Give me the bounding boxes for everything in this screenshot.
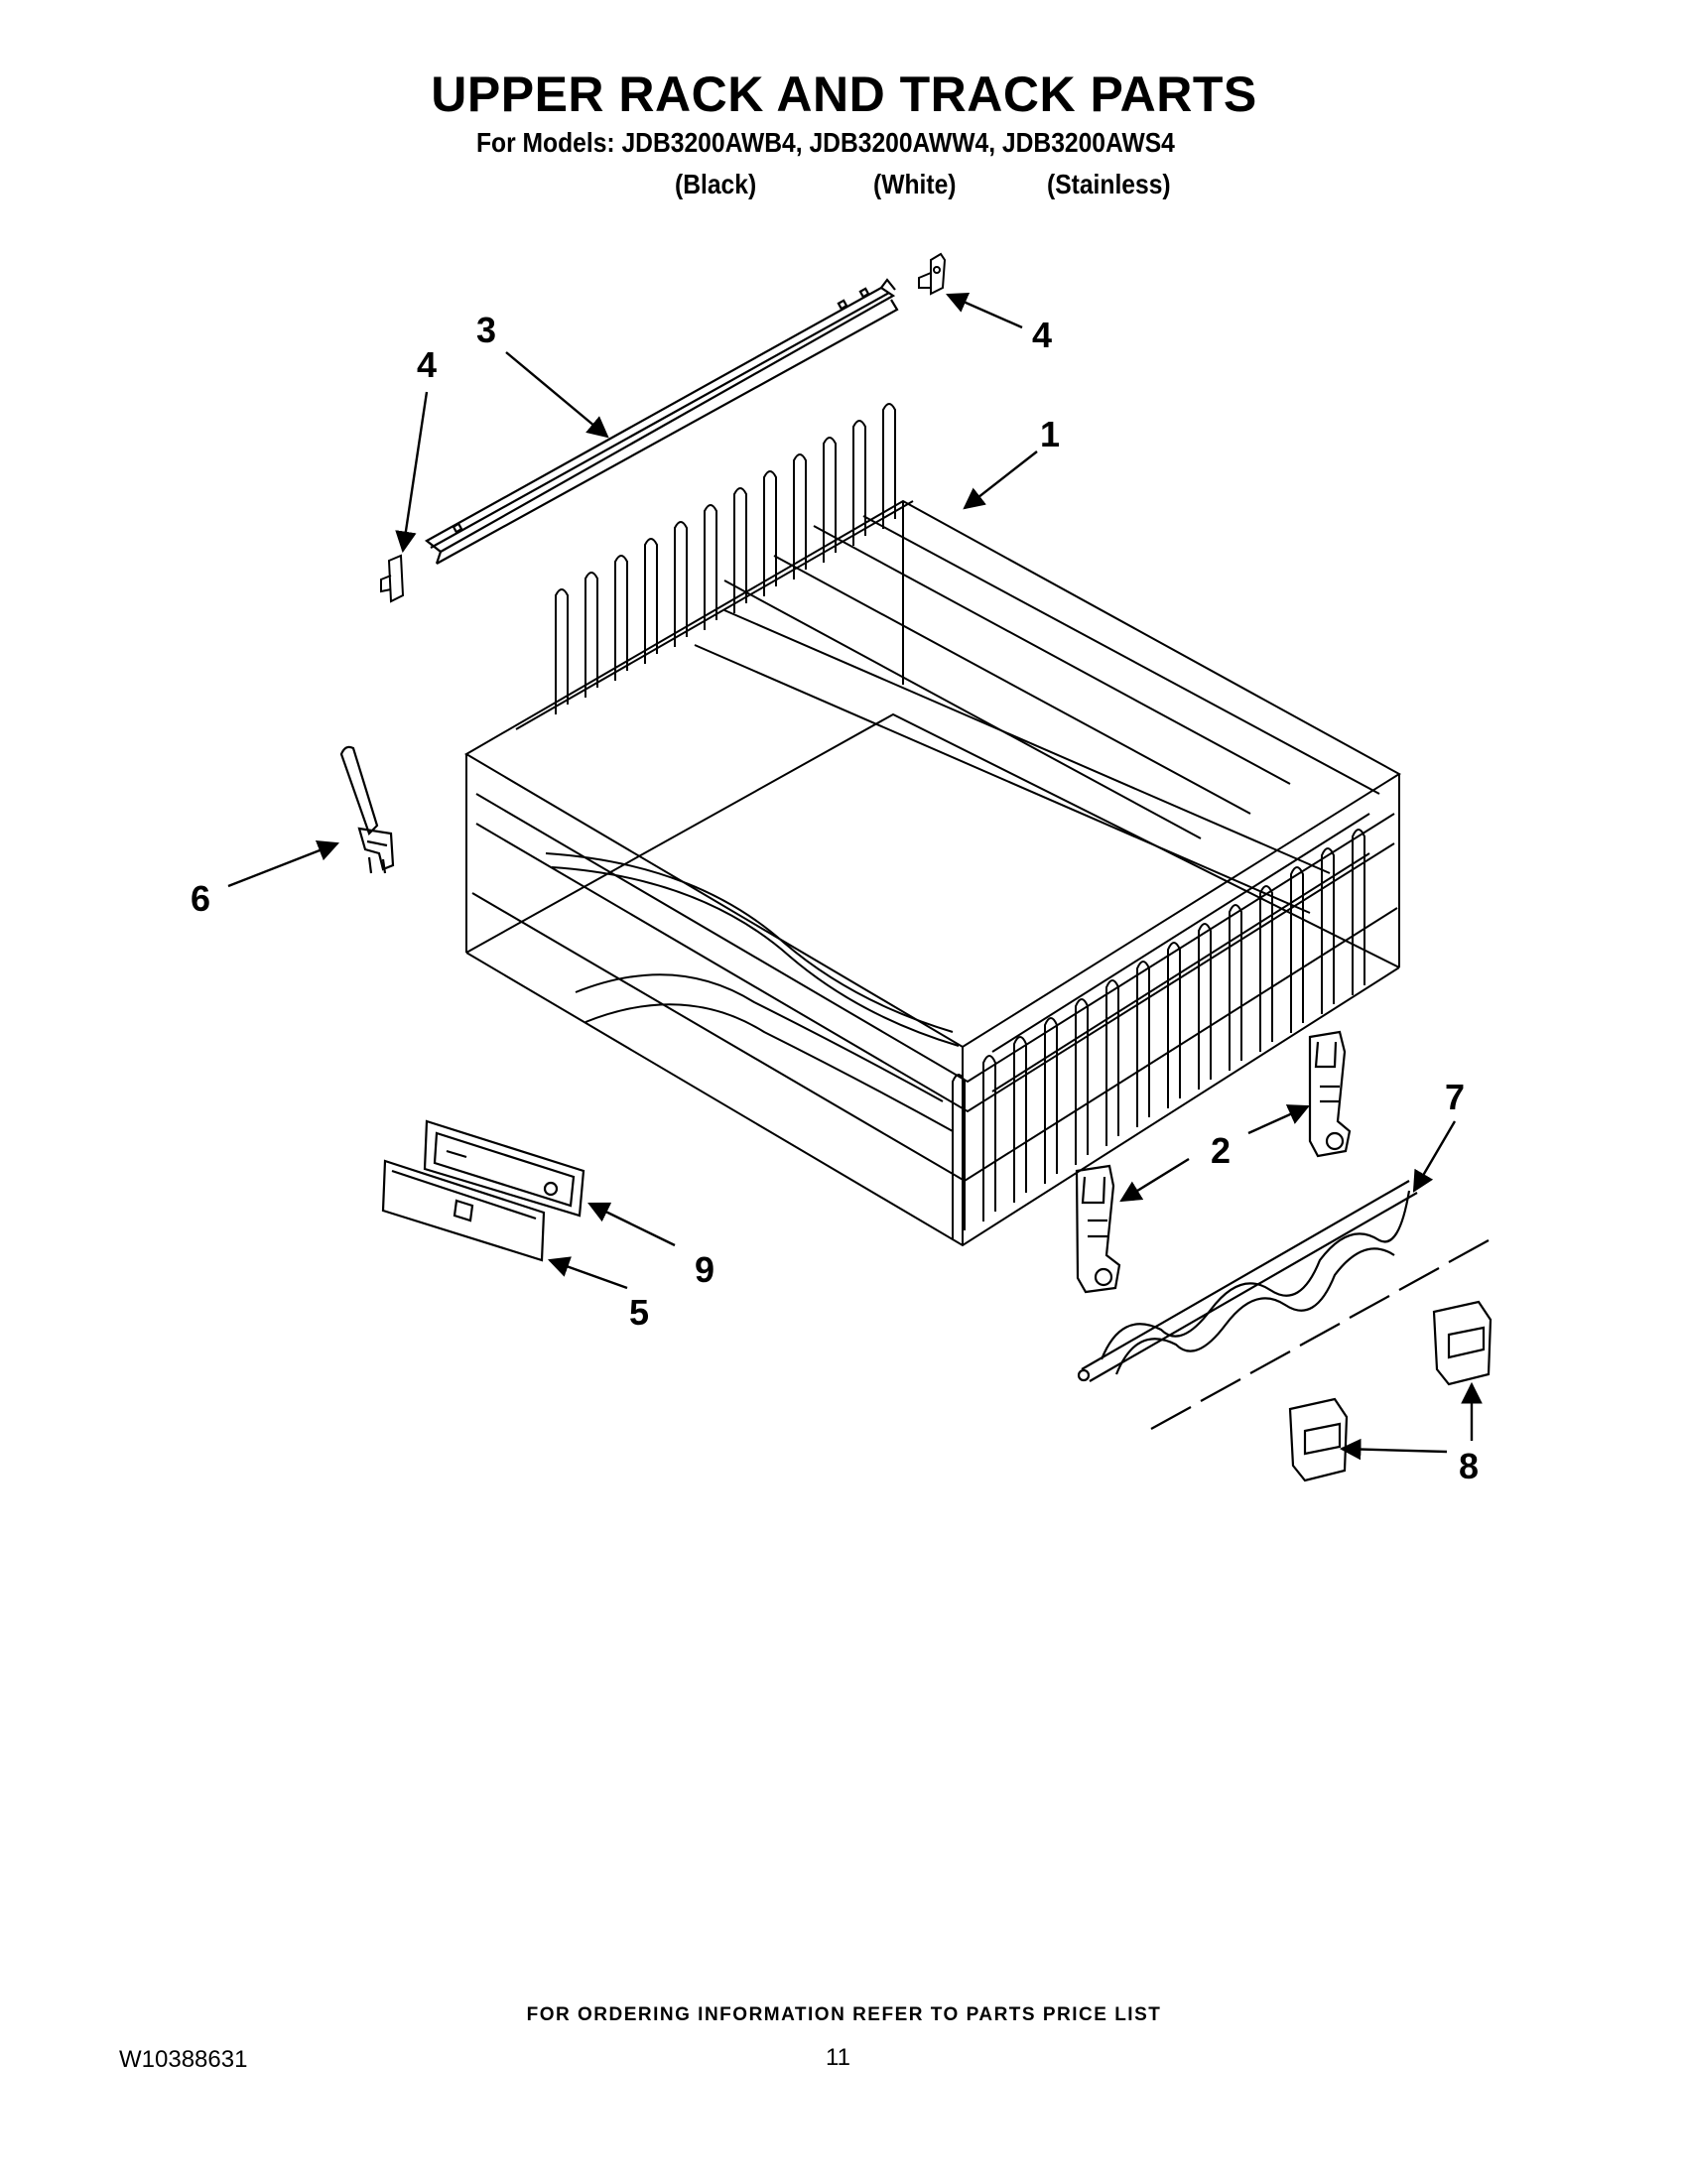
rack-tine <box>1105 979 1119 1146</box>
rack-tine <box>1167 942 1181 1108</box>
rack-tine <box>614 555 628 681</box>
document-number: W10388631 <box>119 2046 248 2073</box>
leader-arrows <box>227 292 1483 1461</box>
rack-tine <box>1075 998 1089 1165</box>
rack-tine <box>1198 923 1212 1090</box>
rack-tine <box>763 470 777 596</box>
callout-6: 6 <box>191 878 210 919</box>
rack-tine <box>823 437 837 563</box>
track-end-cap-part <box>918 252 947 296</box>
rack-tine <box>644 538 658 664</box>
rack-tine <box>1290 866 1304 1033</box>
tine-row-clip-part <box>1432 1300 1493 1386</box>
callout-9: 9 <box>695 1249 714 1290</box>
upper-rack-part <box>464 499 1401 1247</box>
rack-tine <box>1136 961 1150 1127</box>
rack-tine <box>1259 885 1273 1052</box>
track-rail-part <box>425 278 899 565</box>
rack-tines <box>555 403 1365 1240</box>
models-line: For Models: JDB3200AWB4, JDB3200AWW4, JD… <box>476 127 1175 158</box>
page-title: UPPER RACK AND TRACK PARTS <box>431 66 1257 122</box>
variant-stainless: (Stainless) <box>1047 169 1171 199</box>
callout-7: 7 <box>1445 1077 1465 1117</box>
rack-tine <box>882 403 896 529</box>
ordering-info: FOR ORDERING INFORMATION REFER TO PARTS … <box>526 2004 1162 2025</box>
rack-tine <box>1229 904 1242 1071</box>
variant-black: (Black) <box>675 169 757 199</box>
rack-tine <box>1321 847 1335 1014</box>
callout-5: 5 <box>629 1292 649 1333</box>
rack-tine <box>852 420 866 546</box>
rack-tine <box>952 1074 966 1240</box>
rack-adjuster-part <box>1075 1164 1121 1294</box>
rack-adjuster-part <box>1308 1030 1352 1158</box>
handle-cover-part <box>381 1159 546 1262</box>
callout-1: 1 <box>1040 414 1060 454</box>
rack-tine <box>982 1055 996 1221</box>
rack-tine <box>1044 1017 1058 1184</box>
rack-tine <box>704 504 717 630</box>
rack-tine <box>674 521 688 647</box>
tine-row-clip-part <box>1288 1397 1349 1482</box>
rack-tine <box>1013 1036 1027 1203</box>
page-number: 11 <box>826 2044 850 2071</box>
callout-4-right: 4 <box>1032 315 1052 355</box>
variant-white: (White) <box>873 169 957 199</box>
rack-tine <box>793 453 807 579</box>
handle-base-part <box>423 1119 585 1218</box>
rack-tine <box>733 487 747 613</box>
tine-row-part <box>1077 1180 1490 1430</box>
rack-tine <box>1352 829 1365 995</box>
callout-4-left: 4 <box>417 344 437 385</box>
rack-tine <box>555 588 569 714</box>
rack-clip-part <box>339 745 395 874</box>
callout-8: 8 <box>1459 1446 1479 1486</box>
callout-2: 2 <box>1211 1130 1231 1171</box>
callout-3: 3 <box>476 310 496 350</box>
rack-tine <box>584 572 598 698</box>
track-end-cap-part <box>380 554 405 603</box>
